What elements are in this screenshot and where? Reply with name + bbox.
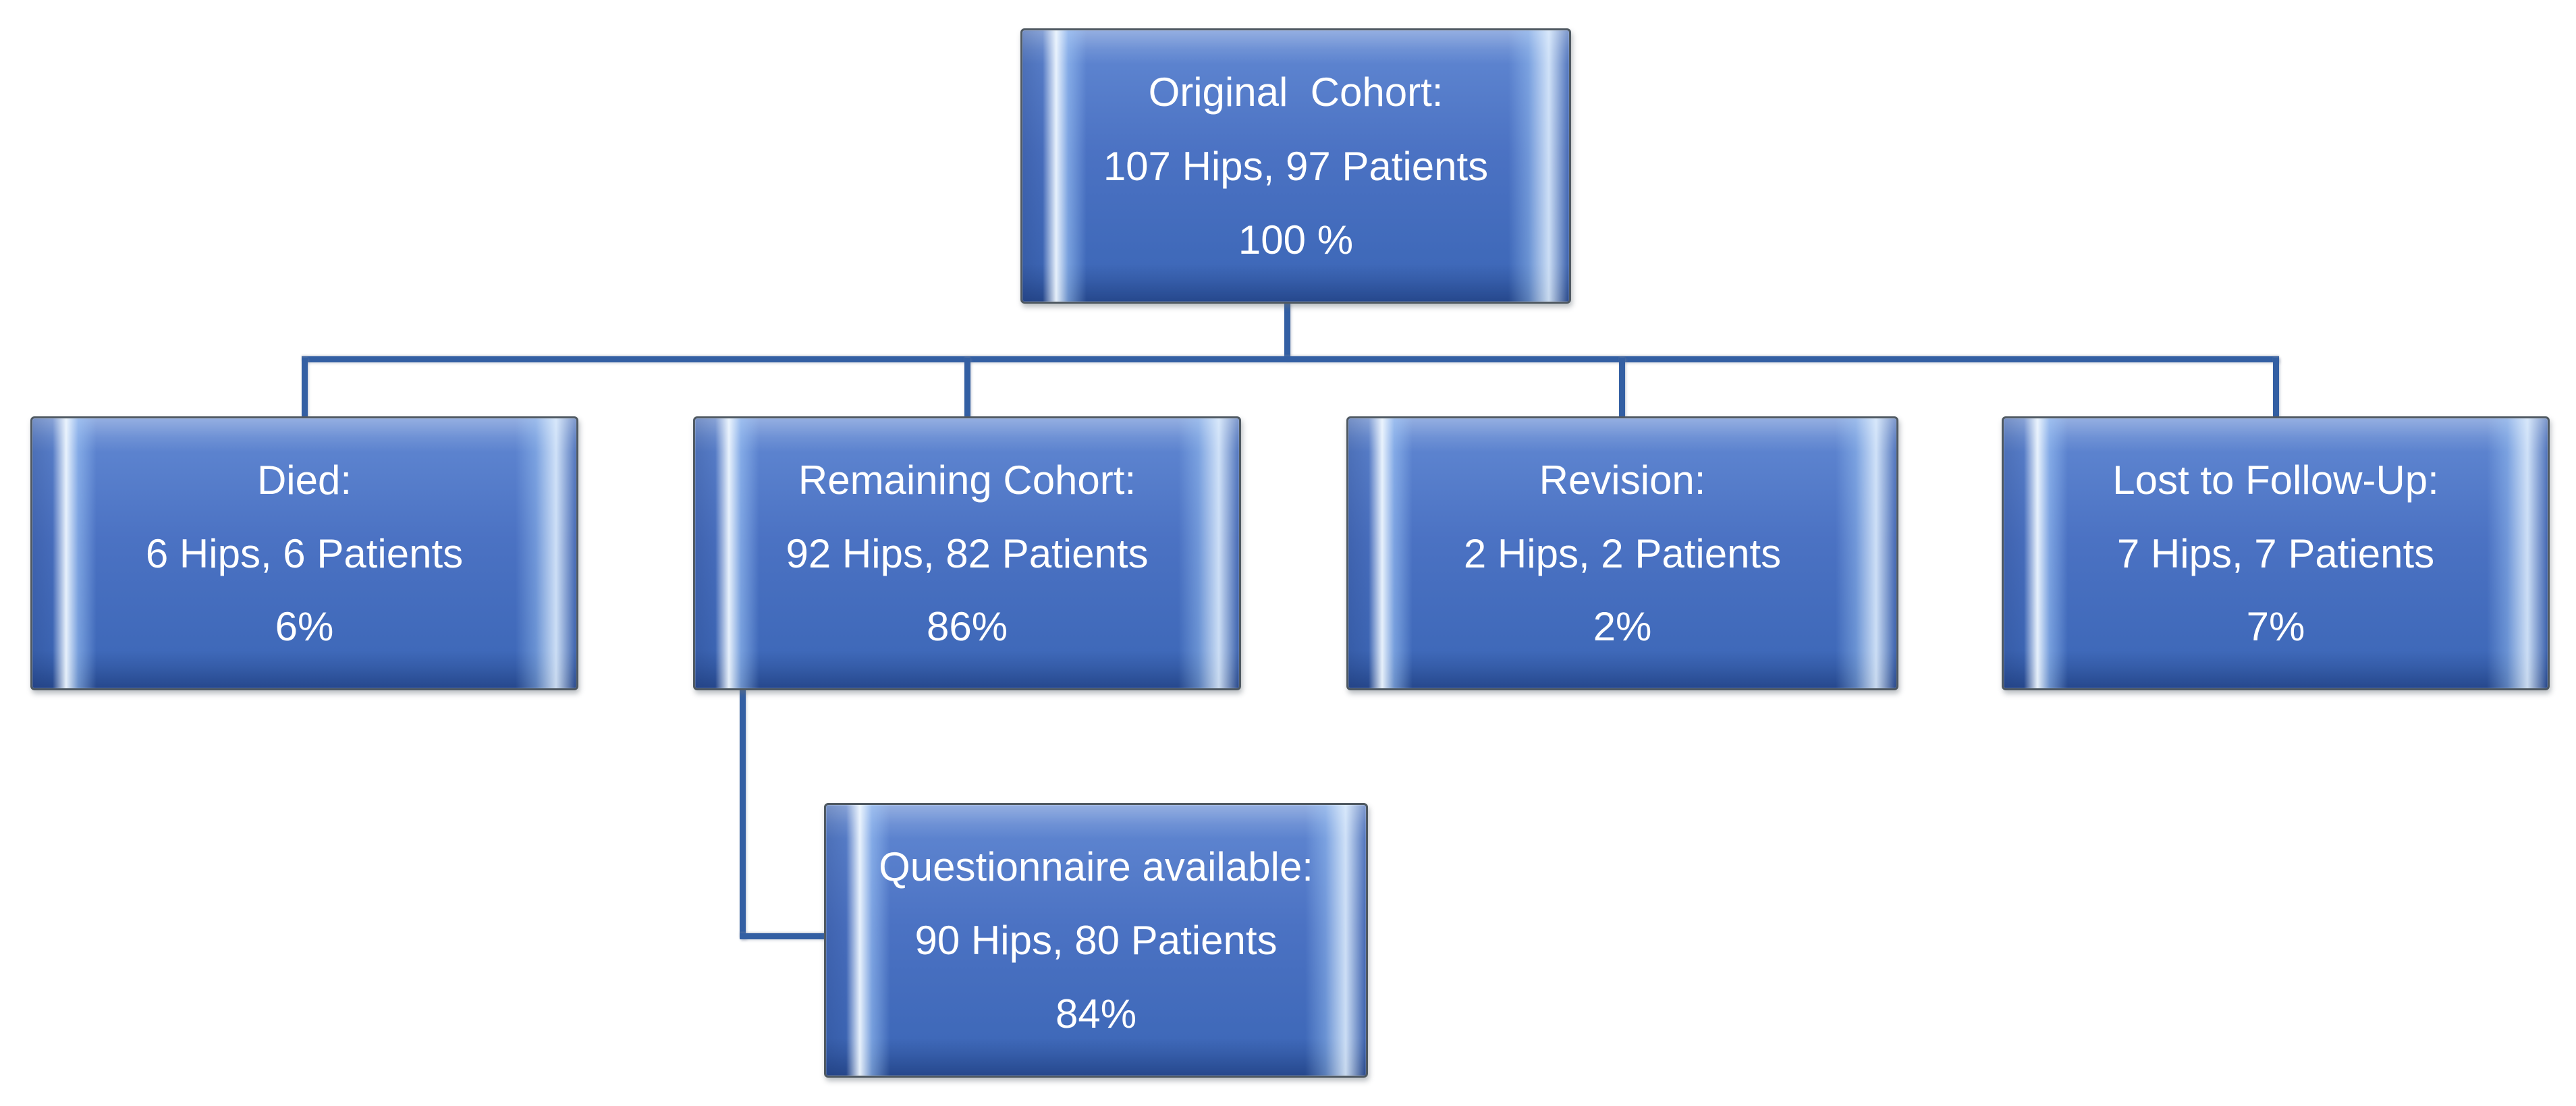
connector-drop-died (302, 358, 308, 417)
connector-drop-revision (1619, 358, 1625, 417)
node-percent: 6% (275, 604, 334, 650)
node-percent: 84% (1055, 991, 1137, 1036)
node-counts: 7 Hips, 7 Patients (2116, 530, 2435, 576)
connector-elbow-vertical (740, 690, 746, 939)
connector-drop-remaining (964, 358, 970, 417)
node-percent: 100 % (1238, 217, 1354, 262)
node-questionnaire-available: Questionnaire available: 90 Hips, 80 Pat… (824, 803, 1368, 1078)
node-percent: 86% (926, 604, 1008, 650)
node-counts: 2 Hips, 2 Patients (1463, 530, 1782, 576)
node-revision: Revision: 2 Hips, 2 Patients 2% (1346, 416, 1898, 690)
node-percent: 7% (2246, 604, 2305, 650)
node-title: Questionnaire available: (879, 844, 1313, 889)
node-counts: 6 Hips, 6 Patients (145, 530, 464, 576)
node-title: Lost to Follow-Up: (2112, 457, 2439, 503)
node-original-cohort: Original Cohort: 107 Hips, 97 Patients 1… (1020, 28, 1571, 304)
node-died: Died: 6 Hips, 6 Patients 6% (30, 416, 578, 690)
node-counts: 107 Hips, 97 Patients (1103, 143, 1489, 189)
node-title: Original Cohort: (1148, 70, 1444, 115)
node-title: Died: (256, 457, 352, 503)
node-title: Remaining Cohort: (798, 457, 1136, 503)
connector-elbow-horizontal (740, 933, 830, 939)
node-percent: 2% (1593, 604, 1652, 650)
connector-drop-lost (2273, 358, 2279, 417)
node-counts: 92 Hips, 82 Patients (786, 530, 1149, 576)
node-title: Revision: (1539, 457, 1706, 503)
node-lost-to-follow-up: Lost to Follow-Up: 7 Hips, 7 Patients 7% (2002, 416, 2550, 690)
connector-branch-horizontal (302, 356, 2279, 362)
connector-original-stem (1284, 302, 1290, 360)
node-remaining-cohort: Remaining Cohort: 92 Hips, 82 Patients 8… (693, 416, 1241, 690)
node-counts: 90 Hips, 80 Patients (914, 918, 1278, 963)
